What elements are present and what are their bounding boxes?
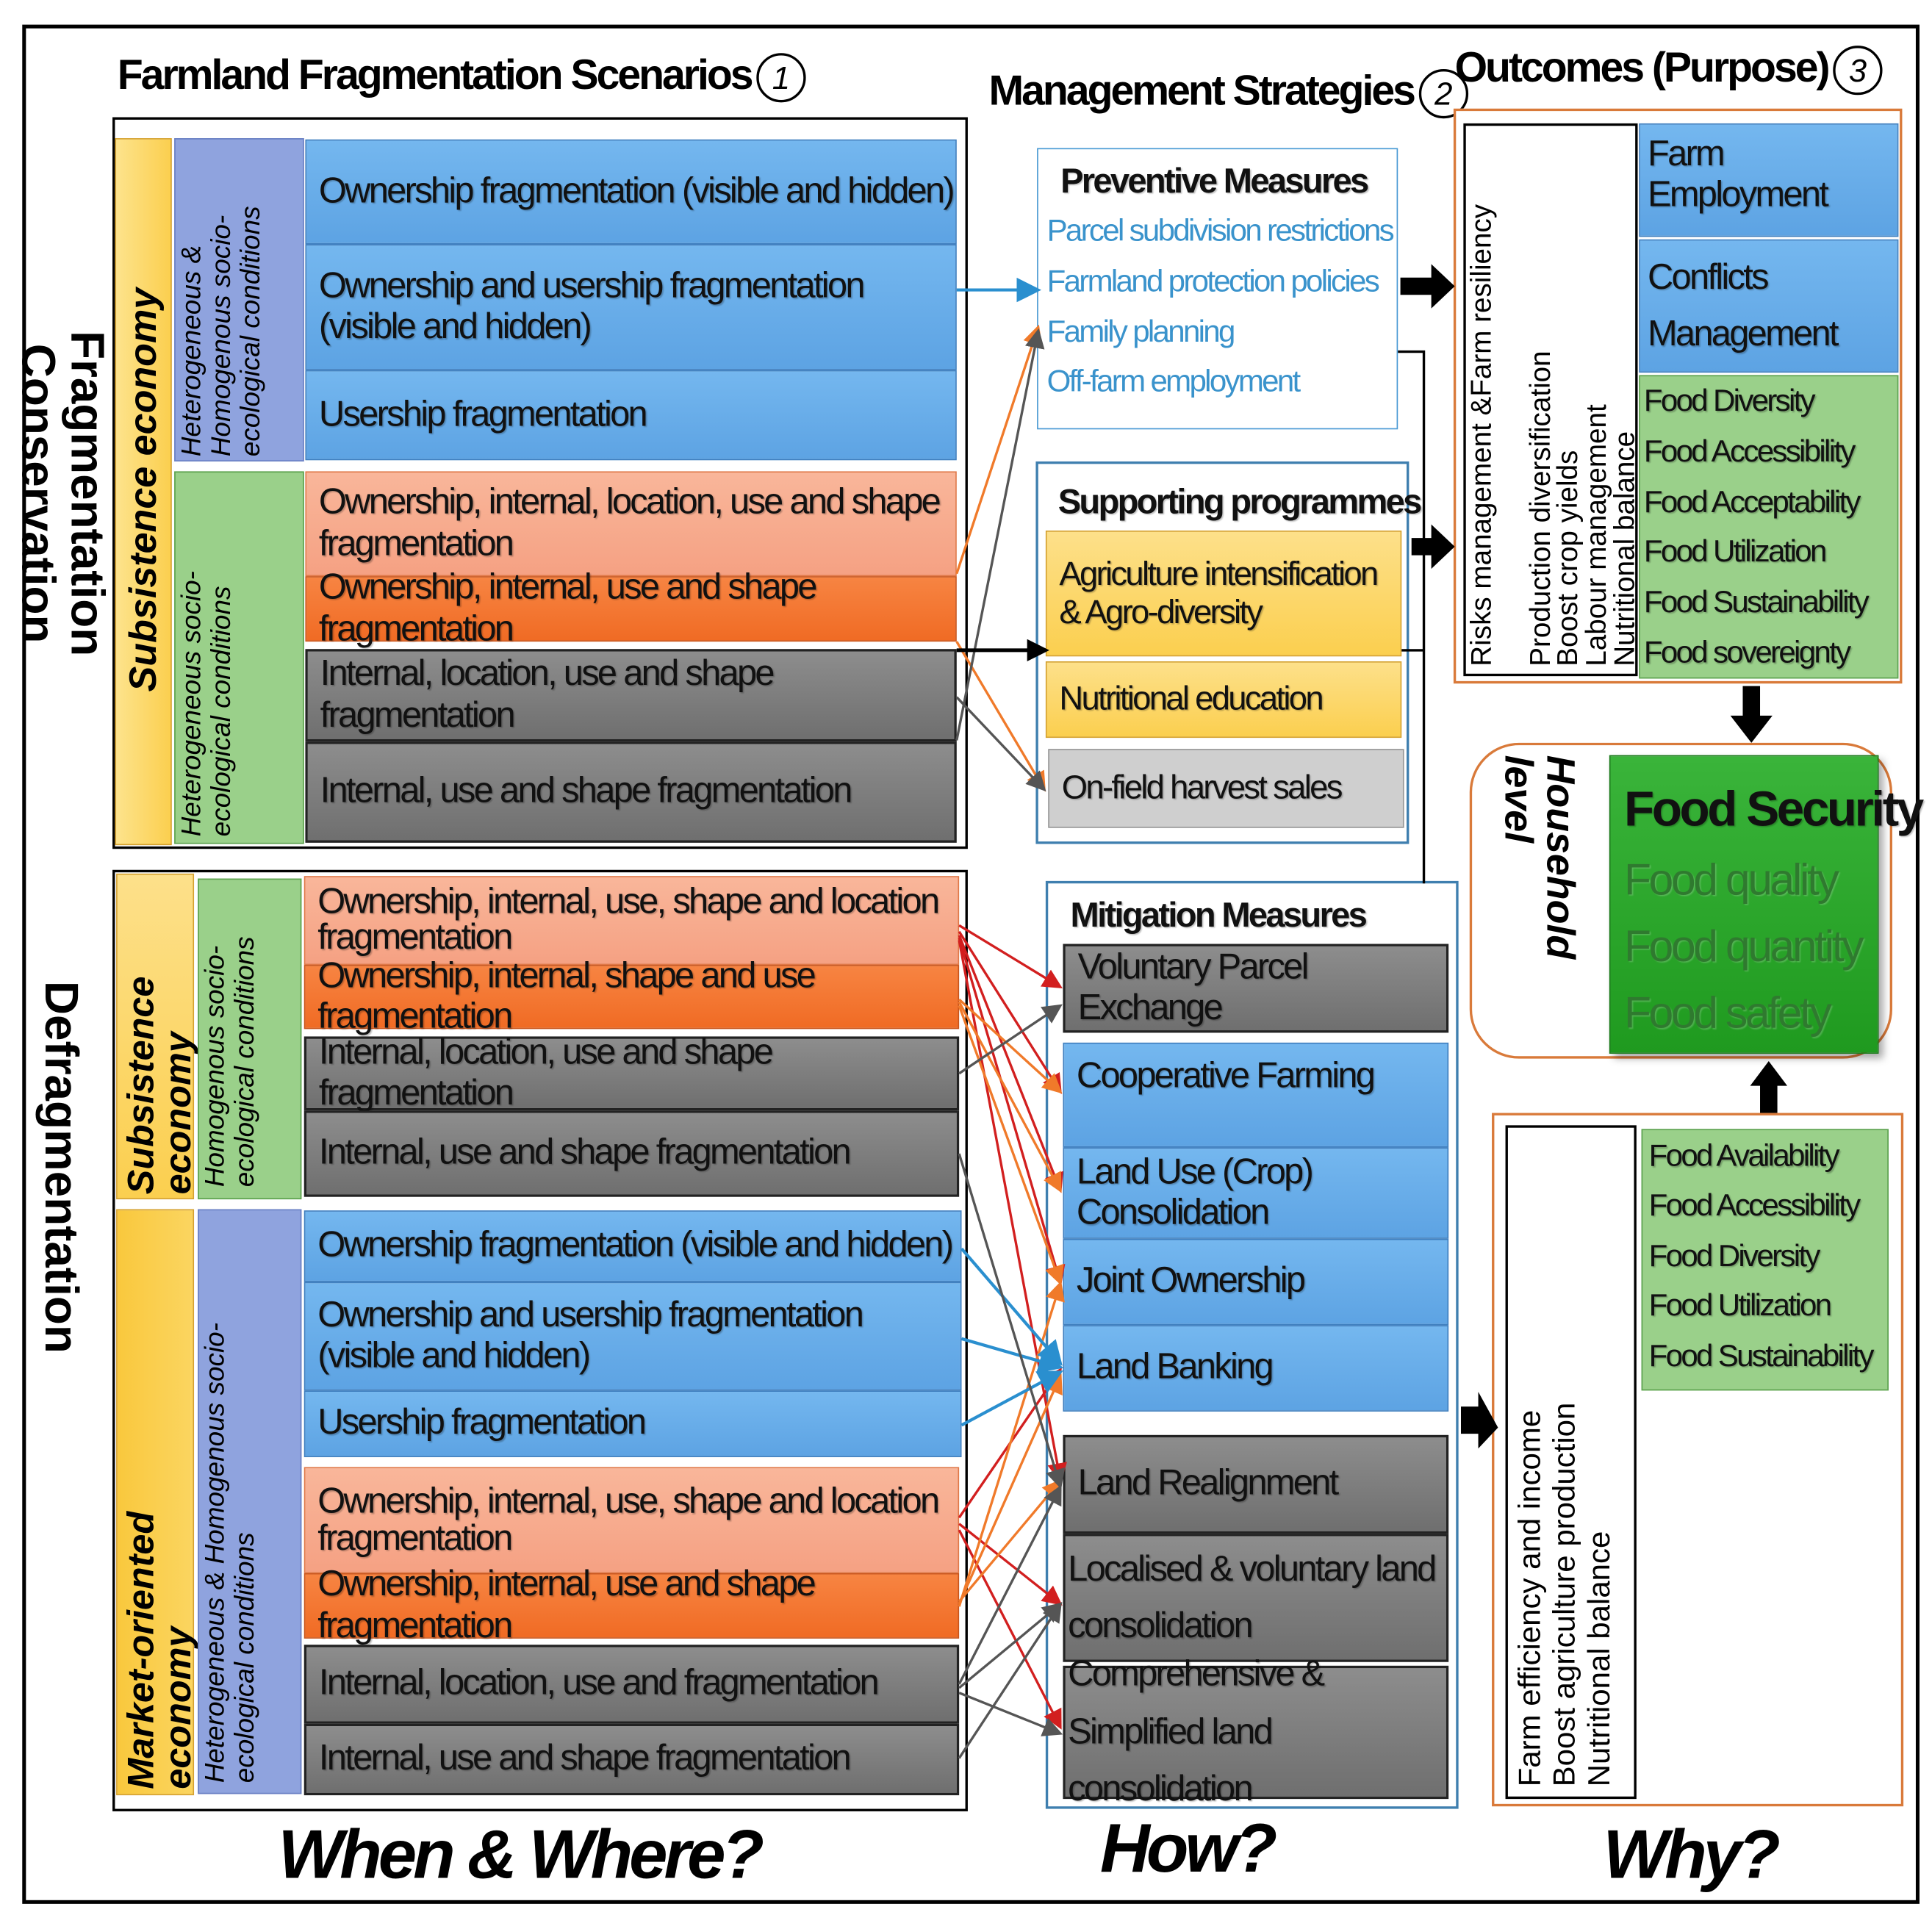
outcomes-top-vertical-item: Risks management &Farm resiliency bbox=[1465, 204, 1497, 666]
scenario-row: Usership fragmentation bbox=[304, 1390, 962, 1458]
preventive-item: Family planning bbox=[1046, 314, 1236, 349]
scenario-row: Ownership, internal, use, shape and loca… bbox=[304, 876, 960, 966]
number-1-badge: 1 bbox=[756, 53, 806, 103]
outcome-food-item: Food Diversity bbox=[1648, 1238, 1821, 1273]
mitigation-item: Voluntary Parcel Exchange bbox=[1063, 944, 1449, 1033]
outcome-food-item: Food Availability bbox=[1648, 1138, 1840, 1174]
mitigation-item: Localised & voluntary land consolidation bbox=[1063, 1534, 1449, 1662]
food-security-title: Food Security bbox=[1624, 782, 1924, 837]
scenario-row: Ownership fragmentation (visible and hid… bbox=[304, 1210, 962, 1282]
mitigation-item: Joint Ownership bbox=[1063, 1238, 1449, 1326]
preventive-box bbox=[1037, 148, 1398, 430]
outcomes-bottom-vertical-item: Nutritional balance bbox=[1581, 1531, 1617, 1787]
outer-frame bbox=[22, 24, 1920, 1904]
outcome-food-item: Food Utilization bbox=[1643, 533, 1827, 569]
outcome-food-item: Food Accessibility bbox=[1643, 434, 1856, 469]
question-why: Why? bbox=[1603, 1814, 1780, 1893]
number-3-badge: 3 bbox=[1833, 46, 1883, 96]
scenario-row: Ownership, internal, location, use and s… bbox=[305, 471, 957, 577]
conservation-economy-band bbox=[115, 138, 172, 846]
scenario-row: Usership fragmentation bbox=[305, 370, 957, 461]
preventive-item: Farmland protection policies bbox=[1046, 263, 1380, 298]
scenario-row: Internal, use and shape fragmentation bbox=[304, 1723, 960, 1796]
outcome-conflicts-management: Conflicts Management bbox=[1639, 239, 1899, 373]
scenario-row: Ownership, internal, use and shape fragm… bbox=[305, 568, 957, 648]
defrag-cond1-label: Homogenous socio-ecological conditions bbox=[198, 936, 260, 1187]
supporting-item: Nutritional education bbox=[1045, 661, 1402, 739]
conservation-cond1-band bbox=[174, 138, 304, 461]
scenario-row: Internal, use and shape fragmentation bbox=[305, 741, 957, 843]
mitigation-item: Land Realignment bbox=[1063, 1434, 1449, 1534]
conservation-cond2-label: Heterogeneous socio-ecological condition… bbox=[175, 571, 237, 837]
food-security-item: Food safety bbox=[1624, 987, 1832, 1038]
outcomes-bottom-vertical-item: Farm efficiency and income bbox=[1512, 1409, 1548, 1787]
question-when-where: When & Where? bbox=[278, 1814, 764, 1893]
header-outcomes: Outcomes (Purpose)3 bbox=[1455, 44, 1883, 96]
outcome-food-item: Food Diversity bbox=[1643, 383, 1816, 418]
outcome-food-item: Food Accessibility bbox=[1648, 1187, 1861, 1223]
supporting-title: Supporting programmes bbox=[1057, 482, 1423, 521]
outcomes-bottom-food-box bbox=[1641, 1129, 1889, 1391]
conservation-cond1-label: Heterogeneous & Homogenous socio-ecologi… bbox=[175, 206, 266, 457]
scenario-row: Internal, location, use and shape fragme… bbox=[304, 1032, 960, 1113]
mitigation-item: Land Use (Crop) Consolidation bbox=[1063, 1147, 1449, 1239]
conservation-cond2-band bbox=[174, 471, 304, 844]
scenario-row: Ownership and usership fragmentation (vi… bbox=[305, 244, 957, 370]
outcome-farm-employment: Farm Employment bbox=[1639, 123, 1899, 237]
scenario-row: Ownership, internal, use, shape and loca… bbox=[304, 1467, 960, 1573]
defrag-cond2-label: Heterogeneous & Homogenous socio-ecologi… bbox=[198, 1322, 260, 1783]
outcome-food-item: Food Utilization bbox=[1648, 1287, 1832, 1323]
defrag-cond2-band bbox=[198, 1209, 302, 1794]
food-security-item: Food quantity bbox=[1624, 921, 1864, 971]
supporting-item: Agriculture intensification & Agro-diver… bbox=[1045, 531, 1402, 657]
side-label-conservation: Fragmentation Conservation bbox=[11, 331, 113, 657]
food-security-box bbox=[1609, 755, 1879, 1054]
question-how: How? bbox=[1099, 1808, 1277, 1887]
scenario-row: Internal, use and shape fragmentation bbox=[304, 1110, 960, 1197]
outcome-food-item: Food Sustainability bbox=[1643, 584, 1870, 619]
scenario-row: Internal, location, use and fragmentatio… bbox=[304, 1645, 960, 1724]
scenario-row: Ownership fragmentation (visible and hid… bbox=[305, 139, 957, 245]
scenario-row: Ownership and usership fragmentation (vi… bbox=[304, 1282, 962, 1391]
supporting-item: On-field harvest sales bbox=[1048, 749, 1404, 828]
defrag-economy1-label: Subsistence economy bbox=[121, 976, 199, 1195]
outcomes-top-food-box bbox=[1639, 375, 1899, 679]
mitigation-title: Mitigation Measures bbox=[1070, 895, 1368, 934]
outcomes-top-vertical-box bbox=[1463, 123, 1638, 677]
number-2-badge: 2 bbox=[1418, 69, 1468, 119]
scenario-row: Ownership, internal, shape and use fragm… bbox=[304, 956, 960, 1036]
preventive-title: Preventive Measures bbox=[1060, 161, 1369, 200]
mitigation-item: Land Banking bbox=[1063, 1325, 1449, 1412]
outcome-food-item: Food Sustainability bbox=[1648, 1338, 1875, 1373]
preventive-item: Parcel subdivision restrictions bbox=[1046, 212, 1395, 248]
defrag-economy2-label: Market-oriented economy bbox=[121, 1511, 199, 1789]
defrag-economy2-band bbox=[116, 1209, 195, 1796]
scenario-row: Internal, location, use and shape fragme… bbox=[305, 649, 957, 742]
outcome-food-item: Food sovereignty bbox=[1643, 635, 1851, 670]
preventive-item: Off-farm employment bbox=[1046, 363, 1301, 398]
outcomes-bottom-vertical-item: Boost agriculture production bbox=[1547, 1402, 1582, 1787]
scenario-row: Ownership, internal, use and shape fragm… bbox=[304, 1564, 960, 1645]
conservation-economy-label: Subsistence economy bbox=[121, 287, 165, 692]
outcomes-bottom-vertical-box bbox=[1505, 1125, 1637, 1800]
food-security-item: Food quality bbox=[1624, 854, 1839, 905]
mitigation-item: Cooperative Farming bbox=[1063, 1042, 1449, 1148]
defrag-economy1-band bbox=[116, 873, 195, 1200]
side-label-defragmentation: Defragmentation bbox=[35, 980, 87, 1354]
mitigation-item: Comprehensive & Simplified land consolid… bbox=[1063, 1655, 1449, 1809]
household-label: Household level bbox=[1496, 755, 1584, 960]
outcome-food-item: Food Acceptability bbox=[1643, 484, 1861, 520]
defrag-cond1-band bbox=[198, 878, 302, 1200]
